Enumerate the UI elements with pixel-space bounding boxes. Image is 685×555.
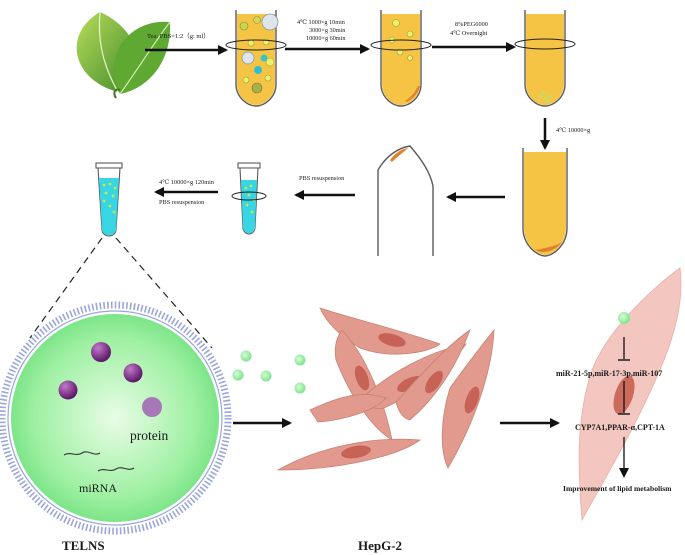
mechanism-cell <box>578 267 682 522</box>
microtube-resuspended <box>231 162 267 235</box>
vesicle-dot <box>232 369 244 381</box>
tube-supernatant <box>370 10 432 107</box>
tube-crude-extract <box>225 10 287 107</box>
rotation-icon <box>225 39 287 51</box>
mirna-icon <box>97 467 135 472</box>
tube-peg-precipitate <box>514 10 576 107</box>
mirna-label: miRNA <box>79 481 117 495</box>
vesicle-dot <box>260 370 272 382</box>
target-genes: CYP7A1,PPAR-α,CPT-1A <box>575 423 665 432</box>
tube-pellet <box>522 148 568 257</box>
spin-down-label: 4℃ 10000×g <box>556 127 591 134</box>
rotation-icon <box>231 191 267 201</box>
peg-line1: 8%PEG6000 <box>455 21 488 28</box>
tube-resuspend <box>377 145 434 256</box>
vesicle-dot <box>240 350 252 362</box>
protein-label: protein <box>130 428 168 443</box>
vesicle-dot <box>618 312 630 324</box>
telns-vesicle <box>0 301 232 535</box>
rotation-icon <box>370 39 432 51</box>
tea-leaves-icon <box>76 11 171 99</box>
microtube-telns <box>95 162 123 237</box>
outcome-label: Improvement of lipid metabolism <box>563 484 672 493</box>
centrifuge-line2: 3000×g 30min <box>309 27 345 34</box>
hepg2-cells <box>276 307 495 471</box>
protein-icon <box>123 363 143 383</box>
peg-line2: 4℃ Overnight <box>450 30 488 37</box>
protein-icon <box>91 342 111 362</box>
centrifuge-line1: 4℃ 1000×g 10min <box>297 19 345 26</box>
protein-icon <box>58 380 78 400</box>
ratio-label: Tea: PBS=1:2（g: ml） <box>147 32 210 40</box>
telns-caption: TELNS <box>62 538 105 553</box>
pbs-resuspension-1: PBS resuspension <box>299 175 345 182</box>
zoom-line-left <box>29 237 103 339</box>
zoom-line-right <box>115 237 213 349</box>
inhibition-icon <box>618 337 630 361</box>
centrifuge-line3: 10000×g 60min <box>306 35 345 42</box>
inhibition-icon <box>618 381 630 415</box>
mirna-icon <box>63 451 101 456</box>
vesicle-dot <box>294 382 306 394</box>
ultra-line1: 4℃ 10000×g 120min <box>159 179 215 186</box>
vesicle-dot <box>294 354 306 366</box>
protein-icon <box>142 397 162 417</box>
ultra-line2: PBS resuspension <box>159 199 205 206</box>
rotation-icon <box>514 38 576 50</box>
hepg2-caption: HepG-2 <box>358 538 402 553</box>
mirna-list: miR-21-5p,miR-17-3p,miR-107 <box>556 369 662 378</box>
